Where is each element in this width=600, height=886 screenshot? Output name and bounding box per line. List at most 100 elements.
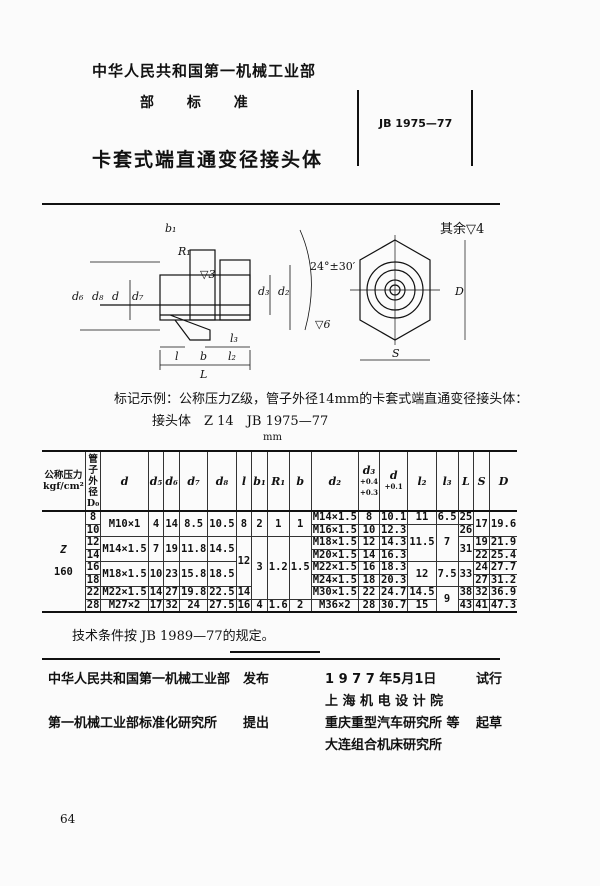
header-d: d [100,450,149,512]
fitting-drawing: b₁ R₁ ▽3 d₆ d₈ d d₇ d₃ d₂ 24°±30′ ▽6 l₃ … [72,222,466,380]
label-D: D [454,285,464,298]
cell-d0: 8 [84,510,102,525]
label-S: S [392,347,400,360]
cell-d2: M24×1.5 [310,573,359,587]
cell-b1: 4 [251,598,268,613]
cell-d2: M20×1.5 [310,548,359,562]
drafter-2: 重庆重型汽车研究所 等 [325,716,460,731]
header-b1: b₁ [251,450,268,512]
label-angle: 24°±30′ [310,260,356,273]
cell-S: 19 [473,536,490,550]
document-title: 卡套式端直通变径接头体 [92,149,324,171]
header-dbore: d+0.1 [379,450,409,512]
cell-d5: 7 [147,536,165,562]
cell-d2: M14×1.5 [310,510,359,525]
proposed-label: 提出 [243,716,270,731]
cell-S: 27 [473,573,490,587]
side-view [80,229,312,370]
cell-d0: 16 [85,561,102,575]
cell-L: 31 [457,536,475,562]
header-label: d [389,469,398,482]
cell-L: 25 [457,510,475,525]
cell-dbore: 20.3 [379,573,409,587]
cell-dbore: 10.1 [379,510,409,525]
header-label: d₃ [362,463,376,477]
cell-L: 43 [457,598,475,613]
cell-L: 26 [457,523,474,537]
cell-d0: 22 [85,586,102,600]
cell-d6: 14 [163,510,180,537]
label-d3: d₃ [258,285,269,298]
cell-d3: 10 [357,523,381,537]
header-d2: d₂ [310,450,359,512]
cell-d3: 8 [357,510,381,525]
cell-S: 22 [473,548,490,562]
cell-l3: 6.5 [435,510,459,525]
cell-d7: 8.5 [178,510,209,537]
header-l3: l₃ [435,450,459,512]
header-l2: l₂ [407,450,437,512]
cell-d0: 12 [85,536,102,550]
cell-d2: M30×1.5 [310,586,359,600]
cell-d: M10×1 [100,510,149,537]
ministry-name: 中华人民共和国第一机械工业部 [92,62,317,80]
cell-l2: 12 [407,561,437,587]
standard-number-box: JB 1975—77 [357,90,473,166]
header-label: R₁ [271,474,286,488]
header-label: l [241,474,247,488]
label-d2: d₂ [278,285,289,298]
header-label: d₆ [165,474,178,488]
cell-L: 33 [457,561,475,587]
cell-D: 47.3 [488,598,518,613]
cell-d0: 10 [85,523,102,537]
cell-d8: 22.5 [207,586,237,600]
header-label: 管子外径D₀ [86,453,100,509]
label-d6: d₆ [72,290,84,303]
pressure-class: Z [60,544,67,556]
cell-L: 38 [457,586,475,600]
header-d5: d₅ [147,450,165,512]
header-label: d₂ [328,474,342,488]
cell-d3: 16 [357,561,381,575]
cell-d3: 18 [357,573,381,587]
cell-S: 32 [473,586,490,600]
cell-d: M18×1.5 [100,561,149,587]
drafter-1: 上 海 机 电 设 计 院 [325,694,444,709]
cell-dbore: 16.3 [379,548,409,562]
cell-d7: 15.8 [178,561,209,587]
cell-dbore: 12.3 [379,523,409,537]
cell-dbore: 18.3 [379,561,409,575]
header-l: l [235,450,253,512]
cell-D: 19.6 [488,510,518,537]
cell-l2: 15 [407,598,437,613]
cell-D: 21.9 [488,536,518,550]
cell-l: 12 [235,536,253,587]
cell-d0: 18 [85,573,102,587]
unit-label: mm [263,432,282,443]
marking-designation: 接头体 Z 14 JB 1975—77 [152,414,329,429]
cell-d0: 14 [85,548,102,562]
issuer: 中华人民共和国第一机械工业部 [48,672,231,687]
divider [42,658,500,660]
divider [230,651,320,653]
header-d3: d₃+0.4 +0.3 [357,450,381,512]
header-label: 公称压力kgf/cm² [43,470,84,492]
cell-d3: 12 [357,536,381,550]
header-label: b₁ [253,474,266,488]
cell-d7: 24 [178,598,209,613]
cell-b: 1.5 [288,536,312,600]
header-label: L [462,474,470,488]
label-L: L [199,368,207,380]
cell-l3: 7.5 [435,561,459,587]
cell-d6: 27 [163,586,180,600]
cell-R1: 1.6 [266,598,290,613]
cell-d6: 32 [163,598,180,613]
cell-b1: 2 [251,510,268,537]
cell-d7: 19.8 [178,586,209,600]
cell-l3: 9 [435,586,459,613]
